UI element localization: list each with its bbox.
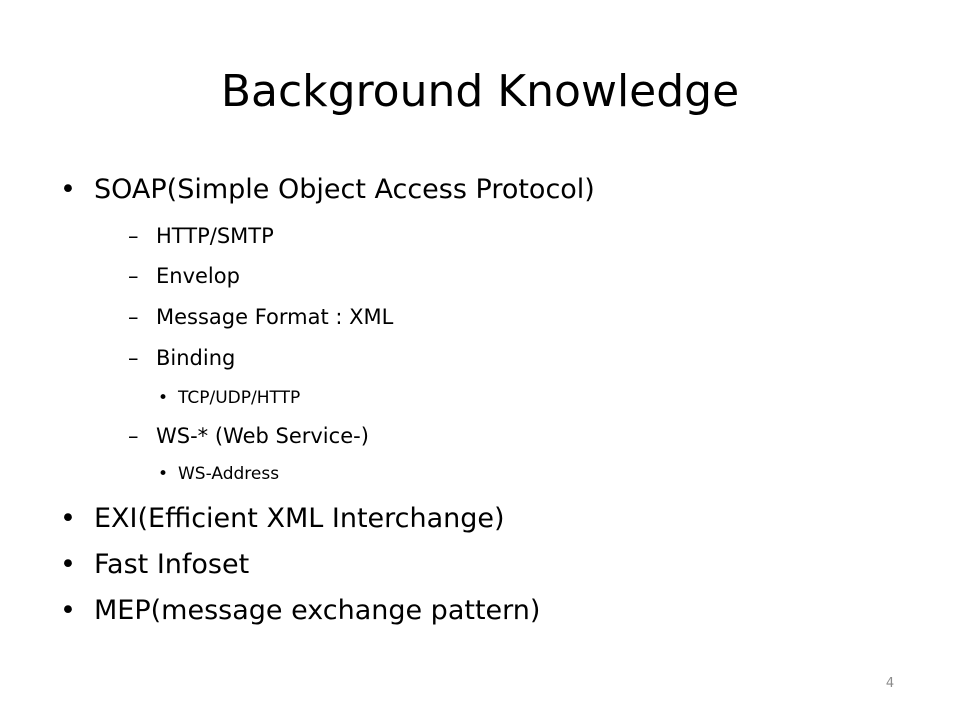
bullet-marker: • bbox=[60, 174, 76, 205]
bullet-marker: • bbox=[158, 388, 169, 408]
list-item-text: EXI(Efficient XML Interchange) bbox=[94, 503, 505, 534]
list-item-text: SOAP(Simple Object Access Protocol) bbox=[94, 174, 595, 205]
list-item-text: Fast Infoset bbox=[94, 549, 250, 580]
list-item-text: Binding bbox=[156, 346, 236, 370]
dash-marker: – bbox=[128, 424, 139, 448]
list-item-text: Message Format : XML bbox=[156, 305, 394, 329]
list-item-text: Envelop bbox=[156, 264, 240, 288]
list-item-text: HTTP/SMTP bbox=[156, 224, 274, 248]
dash-marker: – bbox=[128, 346, 139, 370]
list-item-text: WS-* (Web Service-) bbox=[156, 424, 369, 448]
page-number: 4 bbox=[885, 676, 895, 691]
list-item-text: MEP(message exchange pattern) bbox=[94, 595, 541, 626]
list-item-text: WS-Address bbox=[178, 464, 280, 484]
list-item-text: TCP/UDP/HTTP bbox=[178, 388, 301, 408]
bullet-marker: • bbox=[158, 464, 169, 484]
dash-marker: – bbox=[128, 224, 139, 248]
dash-marker: – bbox=[128, 264, 139, 288]
dash-marker: – bbox=[128, 305, 139, 329]
bullet-marker: • bbox=[60, 595, 76, 626]
bullet-marker: • bbox=[60, 549, 76, 580]
bullet-marker: • bbox=[60, 503, 76, 534]
slide-title: Background Knowledge bbox=[220, 66, 740, 117]
